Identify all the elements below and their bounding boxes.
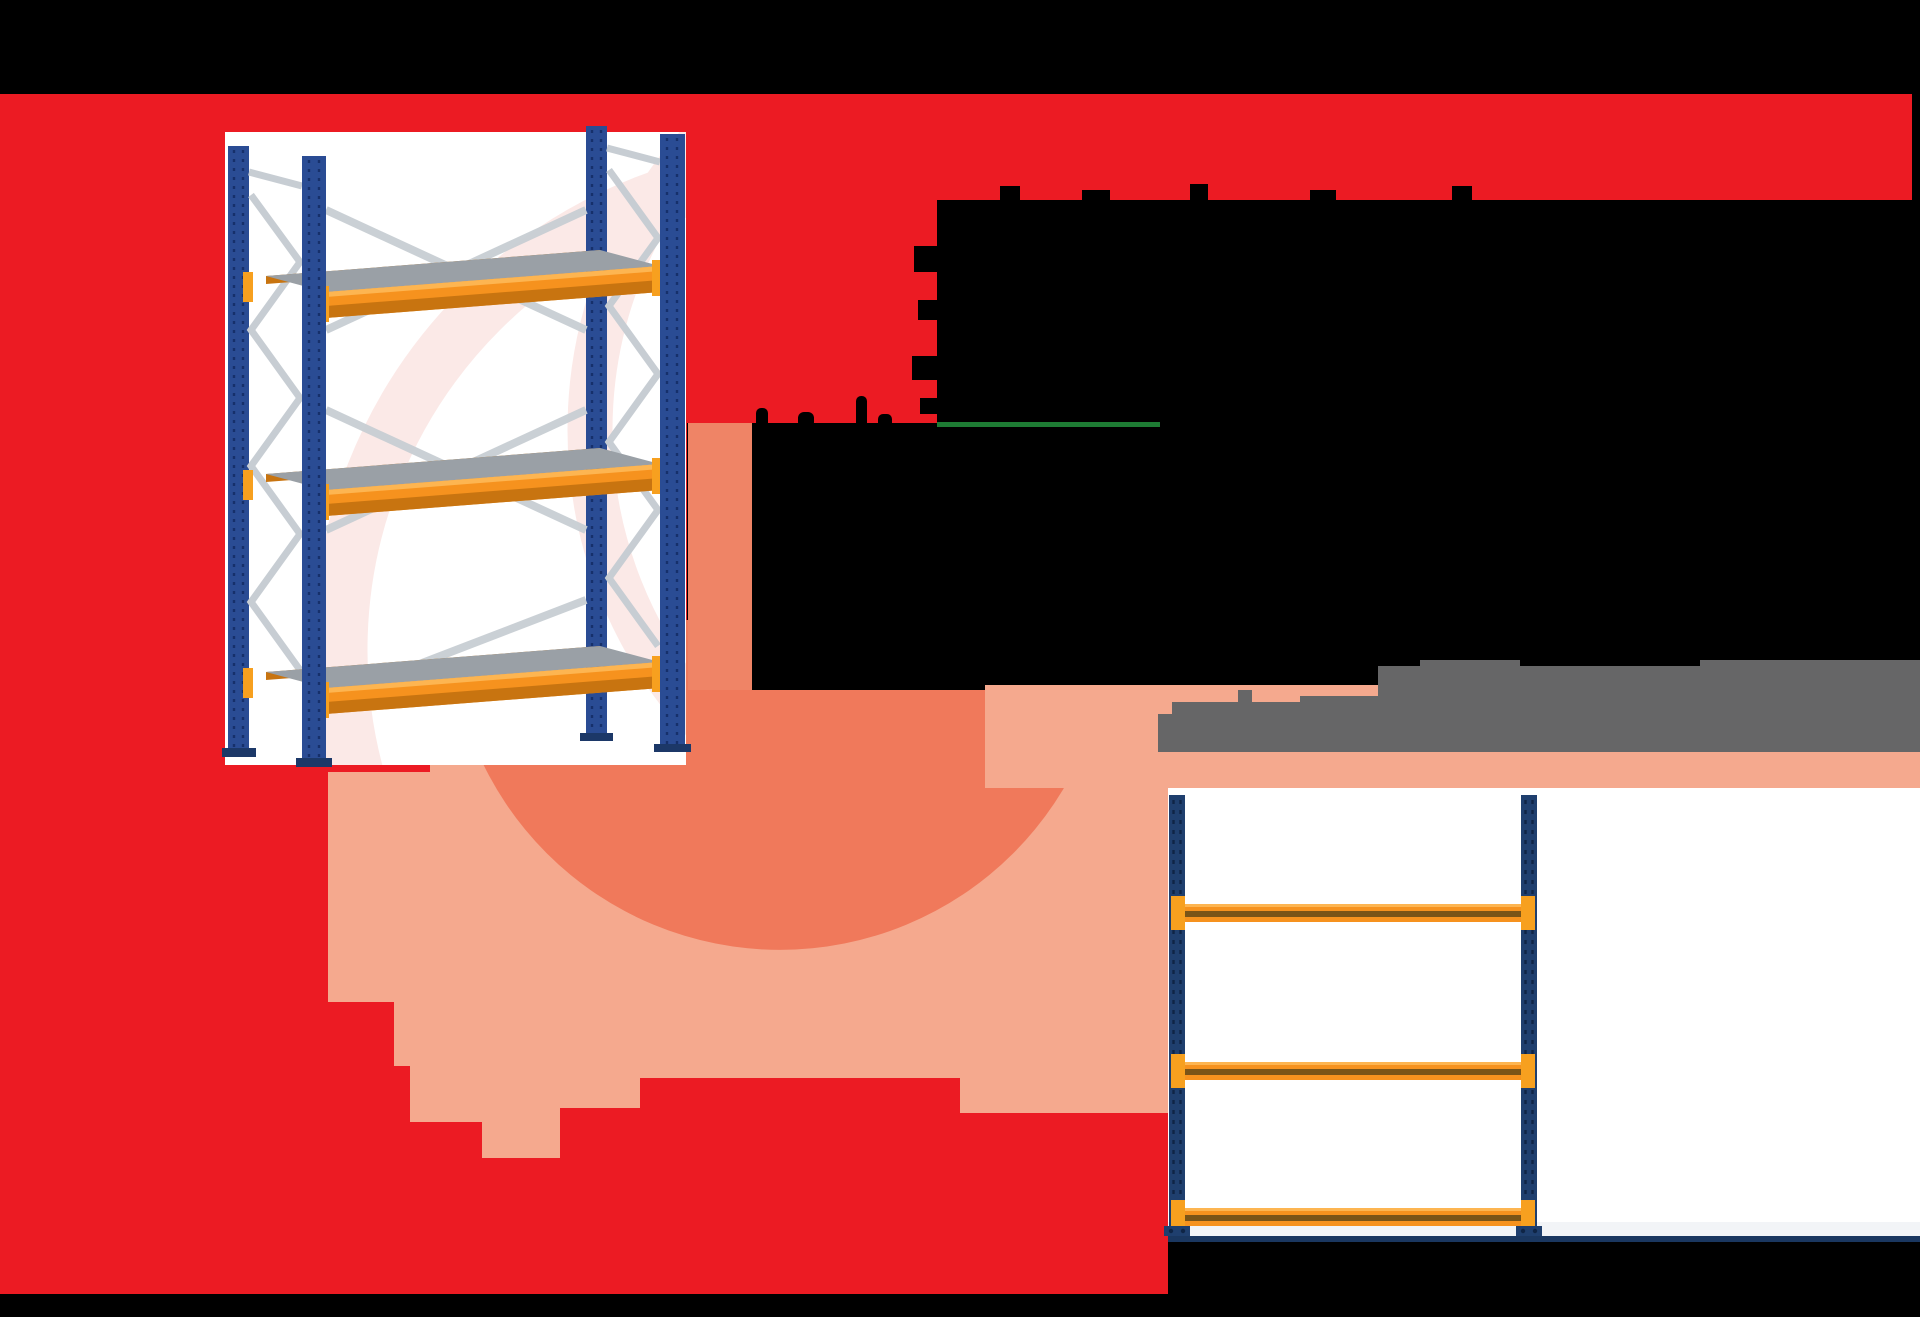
beam-level-3 <box>1171 1200 1535 1234</box>
beam-connector <box>243 272 253 302</box>
anchor-bolt <box>1168 1228 1174 1234</box>
letter-top-bump <box>856 396 867 428</box>
frame-upright-left <box>1169 795 1185 1235</box>
beam-connector <box>1171 1054 1185 1088</box>
red-corridor <box>687 94 937 423</box>
frame-upright-right <box>1521 795 1537 1235</box>
beam-stripe <box>1185 1215 1521 1221</box>
body-text-silhouette <box>752 396 937 690</box>
beam-stripe <box>1185 1069 1521 1075</box>
letter-notch <box>912 356 940 380</box>
beam-highlight <box>1185 1062 1521 1065</box>
front-beam-shadow <box>326 676 660 714</box>
letter-notch <box>1452 186 1472 202</box>
letter-notch <box>1310 190 1336 202</box>
arc-vertical-band <box>688 423 752 690</box>
body-blob <box>752 427 937 690</box>
anchor-bolt <box>1520 1228 1526 1234</box>
beam-level-1 <box>1171 896 1535 930</box>
beam-connector <box>243 668 253 698</box>
shelf-deck <box>266 250 660 292</box>
panel-assembled-rack <box>222 126 691 767</box>
foot-plate <box>580 733 613 741</box>
panel-upright-frame <box>1164 788 1920 1242</box>
beam-highlight <box>1185 904 1521 907</box>
shelf-deck <box>266 646 660 688</box>
upright-rear-left <box>228 146 249 753</box>
swoosh-arc <box>328 620 1168 1158</box>
front-beam-shadow <box>326 478 660 516</box>
beam-connector <box>1521 1054 1535 1088</box>
foot <box>1516 1226 1542 1236</box>
beam-connector <box>1171 896 1185 930</box>
watermark-arc-large <box>312 160 686 765</box>
front-beam-shadow <box>326 280 660 318</box>
gray-caption-silhouette <box>1158 660 1920 752</box>
letter-notch <box>1082 190 1110 202</box>
upright-front-right <box>660 134 685 750</box>
letter-top-bump <box>798 412 814 428</box>
white-panel <box>1168 788 1920 1236</box>
letter-notch <box>1190 184 1208 202</box>
foot <box>1164 1226 1190 1236</box>
upright-front-left <box>302 156 326 766</box>
foot-plate <box>296 758 332 767</box>
letter-top-bump <box>756 408 768 428</box>
letter-notch <box>918 300 940 320</box>
beam-connector <box>1521 1200 1535 1234</box>
letter-notch <box>1000 186 1020 202</box>
foot-plate <box>222 748 256 757</box>
front-beam-highlight <box>326 464 660 495</box>
top-brace-left <box>248 168 303 190</box>
headline-silhouette <box>912 184 1912 690</box>
beam-connector <box>1171 1200 1185 1234</box>
upright-frame-2d <box>1164 795 1542 1236</box>
pallet-rack-3d <box>222 126 691 767</box>
zigzag-brace-right <box>604 167 663 649</box>
anchor-bolt <box>1180 1228 1186 1234</box>
frame-feet <box>1164 1226 1542 1236</box>
headline-blob-body <box>937 200 1912 690</box>
shelf-level-1 <box>243 250 665 322</box>
beam-level-2 <box>1171 1054 1535 1088</box>
letter-notch <box>914 246 940 272</box>
shelf-level-3 <box>243 646 665 718</box>
zigzag-brace-left <box>246 192 305 673</box>
shelf-level-2 <box>243 448 665 520</box>
letter-top-bump <box>878 414 892 428</box>
beam-stripe <box>1185 911 1521 917</box>
front-beam-highlight <box>326 662 660 693</box>
upright-rear-right <box>586 126 607 738</box>
floor-line <box>1168 1236 1920 1242</box>
front-beam-highlight <box>326 266 660 297</box>
top-brace-right <box>606 144 661 166</box>
anchor-bolt <box>1532 1228 1538 1234</box>
foot-plate <box>654 744 691 752</box>
beam-connector <box>1521 896 1535 930</box>
green-underline <box>937 422 1160 427</box>
beam-highlight <box>1185 1208 1521 1211</box>
beam-connector <box>243 470 253 500</box>
letter-notch <box>920 398 938 414</box>
shelf-deck <box>266 448 660 490</box>
